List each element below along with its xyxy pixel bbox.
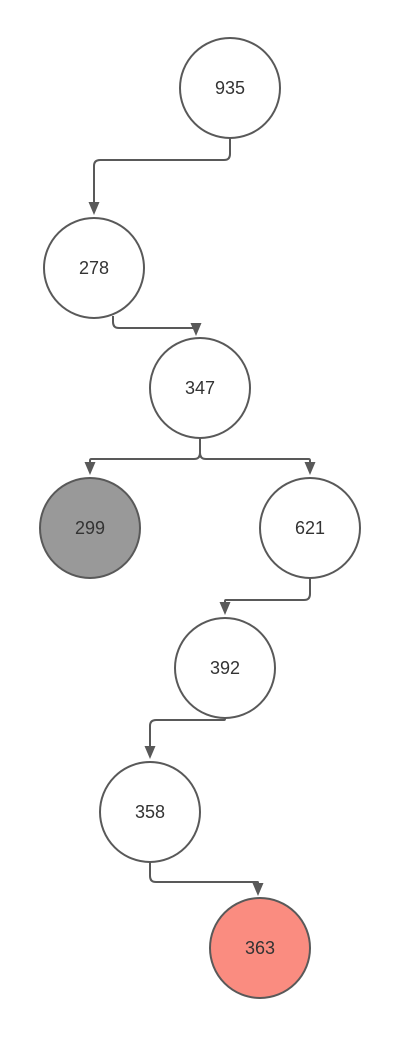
node-circle: [179, 37, 281, 139]
node-circle: [259, 477, 361, 579]
node-label: 621: [295, 518, 325, 538]
node-label: 358: [135, 802, 165, 822]
arrowhead: [219, 602, 231, 615]
edge-line: [199, 438, 311, 462]
arrowhead: [304, 462, 316, 475]
edge-line: [149, 718, 226, 746]
node-label: 278: [79, 258, 109, 278]
node-circle: [99, 761, 201, 863]
arrowhead: [252, 883, 264, 896]
edge-n358-n363: [149, 862, 264, 896]
edge-n347-n299: [84, 438, 201, 475]
edge-line: [89, 438, 201, 462]
tree-node-392: 392: [174, 617, 276, 719]
nodes-layer: 935 278 347 299 621 392 358 363: [39, 37, 361, 999]
node-circle: [39, 477, 141, 579]
edge-n935-n278: [88, 138, 231, 215]
edge-line: [112, 316, 197, 329]
node-label: 935: [215, 78, 245, 98]
tree-node-621: 621: [259, 477, 361, 579]
edge-line: [93, 138, 231, 202]
arrowhead: [190, 323, 202, 336]
arrowhead: [84, 462, 96, 475]
node-label: 347: [185, 378, 215, 398]
tree-node-935: 935: [179, 37, 281, 139]
tree-node-299: 299: [39, 477, 141, 579]
tree-node-358: 358: [99, 761, 201, 863]
node-label: 299: [75, 518, 105, 538]
node-circle: [43, 217, 145, 319]
node-label: 363: [245, 938, 275, 958]
edges-layer: [84, 138, 316, 896]
node-circle: [149, 337, 251, 439]
edge-n392-n358: [144, 718, 226, 759]
arrowhead: [144, 746, 156, 759]
edge-line: [149, 862, 259, 884]
tree-node-347: 347: [149, 337, 251, 439]
tree-node-278: 278: [43, 217, 145, 319]
edge-n278-n347: [112, 316, 202, 336]
node-label: 392: [210, 658, 240, 678]
edge-n621-n392: [219, 578, 311, 615]
edge-line: [224, 578, 311, 602]
edge-n347-n621: [199, 438, 316, 475]
node-circle: [174, 617, 276, 719]
node-circle: [209, 897, 311, 999]
arrowhead: [88, 202, 100, 215]
tree-node-363: 363: [209, 897, 311, 999]
